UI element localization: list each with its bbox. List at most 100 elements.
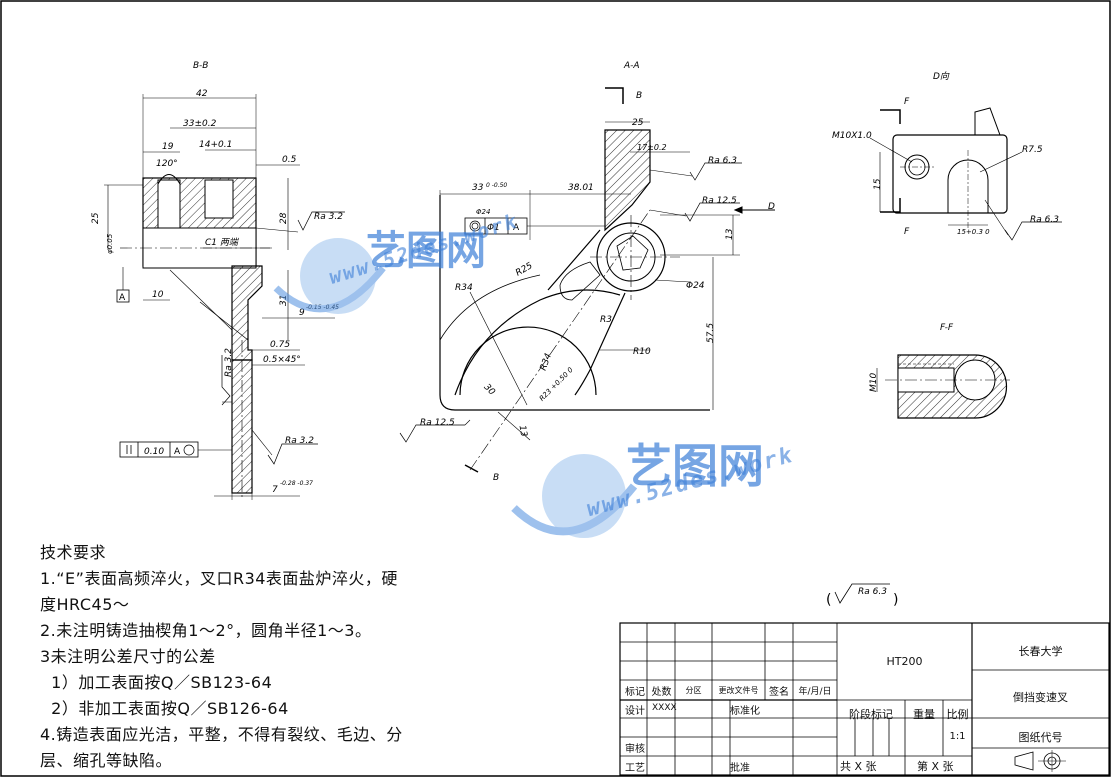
bb-dim-075: 0.75 [270,340,290,350]
tb-school: 长春大学 [1018,645,1063,658]
bb-dim-33: 33±0.2 [183,119,217,129]
bb-ra32a: Ra 3.2 [314,212,343,222]
tb-h-mark: 标记 [625,687,645,698]
bb-tol-value: 0.10 [144,447,164,457]
bb-dim-05: 0.5 [282,155,297,165]
bb-dim-120: 120° [156,159,178,169]
d-f1: F [904,97,910,107]
bb-dim-25: 25 [91,212,101,224]
bb-dim-7-tol: -0.28 -0.37 [280,480,313,487]
tb-h-date: 年/月/日 [798,687,832,697]
general-roughness: ( Ra 6.3 ) [826,583,898,608]
view-aa: A-A B 25 17±0.2 33 0 -0.50 38.01 [399,61,775,483]
bb-dim-19: 19 [162,142,174,152]
tb-h-change: 更改文件号 [718,686,759,695]
d-dim-15: 15 [873,178,883,190]
bb-ra32c: Ra 3.2 [285,436,314,446]
d-m10: M10X1.0 [832,131,872,141]
view-d-title: D向 [933,71,950,82]
view-aa-title: A-A [623,61,640,71]
bb-tol-a: A [174,447,181,457]
bb-dim-31: 31 [279,295,289,306]
bb-dim-7: 7 [272,485,278,495]
view-bb-title: B-B [193,61,208,71]
aa-dim-3801: 38.01 [568,183,594,193]
tb-h-sign: 签名 [769,687,789,698]
aa-ra125a: Ra 12.5 [702,196,737,206]
d-r75: R7.5 [1022,145,1043,155]
tb-h-scale: 比例 [946,708,969,721]
aa-dim-25: 25 [632,118,644,128]
tb-material: HT200 [886,655,923,668]
aa-hub [604,129,651,232]
aa-phi24a: Φ24 [476,208,490,216]
aa-dim-575: 57.5 [706,323,716,343]
tb-h-stage: 阶段标记 [849,708,893,721]
svg-text:(: ( [826,592,831,608]
bb-dim-9: 9 [299,308,305,318]
notes-line-5: 1）加工表面按Q／SB123-64 [40,673,273,692]
notes-title: 技术要求 [40,543,107,562]
aa-label-b2: B [493,473,499,483]
aa-label-b1: B [636,91,642,101]
notes-line-3: 2.未注明铸造抽楔角1～2°，圆角半径1～3。 [40,621,372,640]
d-f2: F [904,227,910,237]
aa-phi24b: Φ24 [686,281,705,291]
misc-ra: Ra 6.3 [858,587,887,597]
aa-body-outline [439,195,710,411]
notes-line-8: 层、缩孔等缺陷。 [40,751,173,770]
aa-dim-33: 33 [472,183,484,193]
bb-dim-10: 10 [152,290,164,300]
tb-total: 共 X 张 [840,760,877,773]
view-ff: F-F M10 [869,323,1010,419]
bb-dim-phi: φ0.05 [106,233,114,254]
aa-r34b: R34 [539,352,555,372]
notes-line-4: 3未注明公差尺寸的公差 [40,647,216,666]
notes-line-1: 1.“E”表面高频淬火，叉口R34表面盐炉淬火，硬 [40,569,398,588]
bb-dim-42: 42 [196,89,208,99]
aa-fcf-phi1: Φ1 [487,223,500,233]
aa-r10: R10 [633,347,651,357]
aa-dim-13: 13 [725,228,735,240]
aa-r3: R3 [600,315,612,325]
aa-fcf-a: A [513,223,520,233]
technical-notes: 技术要求 1.“E”表面高频淬火，叉口R34表面盐炉淬火，硬 度HRC45～ 2… [40,540,403,774]
aa-dim-17: 17±0.2 [637,143,667,152]
aa-fork-arc [459,326,597,396]
aa-r25: R25 [514,261,535,279]
tb-r-design-name: XXXX [652,703,677,713]
aa-dim-33-tol: 0 -0.50 [486,182,507,189]
tb-h-weight: 重量 [913,708,935,721]
view-d: D向 F F M10X1.0 R7.5 15 15+0.3 0 Ra 6.3 [832,71,1062,241]
d-dim-15b: 15+0.3 0 [957,228,990,236]
tb-h-count: 处数 [651,687,672,698]
tb-r-approve: 批准 [730,763,750,774]
notes-line-2: 度HRC45～ [40,595,130,614]
tb-h-zone: 分区 [685,686,702,695]
view-bb: B-B 42 33±0.2 14+0.1 19 120° 0.5 25 [91,61,345,500]
bb-datum-a: A [119,293,126,303]
ff-m10: M10 [869,373,879,392]
tb-part-name: 倒挡变速叉 [1013,691,1068,704]
bb-ra32b: Ra 3.2 [224,348,234,377]
aa-dim-13b: 13 [517,425,529,438]
view-ff-title: F-F [940,323,954,333]
aa-ra63: Ra 6.3 [708,156,737,166]
bb-dim-c1: C1 两端 [205,237,240,248]
bb-tol-frame [119,441,199,458]
tb-scale: 1:1 [949,731,966,742]
tb-r-craft: 工艺 [625,763,645,774]
svg-text:): ) [893,592,898,608]
d-ra63: Ra 6.3 [1030,215,1059,225]
title-block-grid [619,622,1110,776]
notes-line-6: 2）非加工表面按Q／SB126-64 [40,699,289,718]
tb-drawing-code: 图纸代号 [1018,731,1063,744]
bb-dim-28: 28 [279,212,289,224]
notes-line-7: 4.铸造表面应光洁，平整，不得有裂纹、毛边、分 [40,725,403,744]
aa-ra125b: Ra 12.5 [420,418,455,428]
title-block: HT200 长春大学 倒挡变速叉 图纸代号 标记 处数 分区 更改文件号 签名 … [620,623,1109,775]
aa-dim-30: 30 [482,382,497,397]
bb-dim-0545: 0.5×45° [263,355,301,365]
